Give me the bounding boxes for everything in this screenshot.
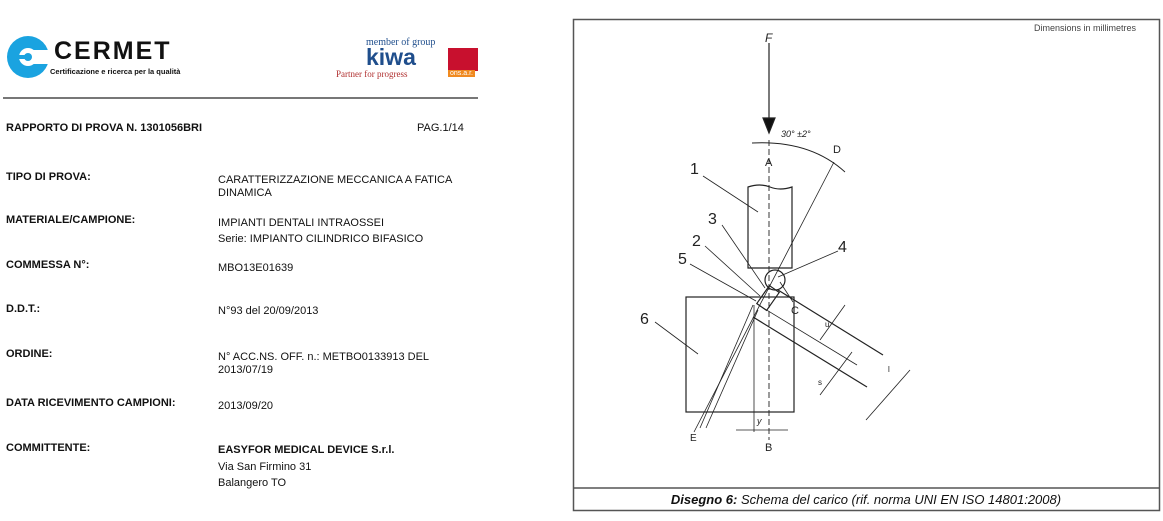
label-u: u: [825, 320, 829, 329]
leader-3: [721, 224, 766, 289]
axis-e-3: [705, 309, 759, 429]
field-value: Via San Firmino 31: [218, 461, 312, 473]
field-label: COMMITTENTE:: [6, 442, 91, 454]
field-value: Balangero TO: [218, 477, 287, 489]
abutment-2: [755, 284, 781, 312]
label-l: l: [888, 365, 890, 374]
label-b: B: [765, 442, 772, 454]
kiwa-emblem-icon: [448, 48, 478, 71]
field-value: 2013/09/20: [218, 400, 274, 412]
figure-frame: [572, 18, 1161, 512]
page-number: PAG.1/14: [417, 122, 464, 134]
label-y: y: [756, 416, 762, 426]
label-5: 5: [678, 251, 687, 268]
field-label: MATERIALE/CAMPIONE:: [6, 214, 136, 226]
report-title: RAPPORTO DI PROVA N. 1301056BRI: [6, 122, 203, 134]
angle-arc: [751, 142, 846, 173]
field-value: 2013/07/19: [218, 364, 274, 376]
kiwa-logo: member of group kiwa ons.a.r. Partner fo…: [336, 37, 480, 83]
label-f: F: [765, 31, 773, 45]
field-value: CARATTERIZZAZIONE MECCANICA A FATICA: [218, 174, 453, 186]
loading-member-1: [747, 184, 793, 269]
leader-5: [689, 263, 757, 302]
field-value: MBO13E01639: [218, 262, 294, 274]
label-2: 2: [692, 233, 701, 250]
field-label: D.D.T.:: [6, 303, 41, 315]
header-divider: [3, 97, 478, 99]
field-label: COMMESSA N°:: [6, 259, 90, 271]
caption-text: Schema del carico (rif. norma UNI EN ISO…: [737, 492, 1061, 507]
leader-1: [702, 175, 759, 213]
cermet-tagline: Certificazione e ricerca per la qualità: [50, 67, 181, 76]
field-value: EASYFOR MEDICAL DEVICE S.r.l.: [218, 444, 395, 456]
field-value: N° ACC.NS. OFF. n.: METBO0133913 DEL: [218, 351, 430, 363]
kiwa-suffix: ons.a.r.: [448, 70, 475, 77]
field-value: IMPIANTI DENTALI INTRAOSSEI: [218, 217, 385, 229]
label-s: s: [818, 378, 822, 387]
field-value: N°93 del 20/09/2013: [218, 305, 319, 317]
field-label: DATA RICEVIMENTO CAMPIONI:: [6, 397, 176, 409]
label-a: A: [765, 157, 773, 169]
cermet-name: CERMET: [54, 37, 172, 65]
label-6: 6: [640, 311, 649, 328]
field-value: Serie: IMPIANTO CILINDRICO BIFASICO: [218, 233, 424, 245]
implant-edge-bottom: [752, 316, 868, 388]
caption-bold: Disegno 6:: [671, 492, 737, 507]
implant-edge-mid: [759, 305, 858, 366]
cermet-logo-icon: [7, 36, 52, 78]
label-e: E: [690, 433, 697, 444]
kiwa-name: kiwa: [366, 44, 416, 70]
implant-edge-top: [777, 289, 884, 356]
dim-u: [819, 304, 846, 341]
cermet-logo: CERMET Certificazione e ricerca per la q…: [4, 33, 184, 81]
dimensions-note: Dimensions in millimetres: [1034, 23, 1137, 33]
label-3: 3: [708, 211, 717, 228]
label-d: D: [833, 144, 841, 156]
label-1: 1: [690, 161, 699, 178]
leader-4: [777, 250, 839, 278]
label-c: C: [791, 305, 799, 317]
field-value: DINAMICA: [218, 187, 272, 199]
axis-e-2: [699, 304, 754, 429]
dim-l: [865, 369, 911, 421]
angle-label: 30° ±2°: [781, 129, 811, 139]
kiwa-member-text: member of group: [366, 37, 436, 48]
label-4: 4: [838, 239, 847, 256]
dim-s: [819, 351, 853, 396]
field-label: TIPO DI PROVA:: [6, 171, 91, 183]
field-label: ORDINE:: [6, 348, 53, 360]
leader-c: [779, 281, 794, 303]
leader-6: [654, 321, 699, 355]
leader-2: [704, 245, 761, 297]
specimen-holder-6: [685, 296, 795, 413]
figure-caption: Disegno 6: Schema del carico (rif. norma…: [671, 492, 1061, 507]
kiwa-tagline: Partner for progress: [336, 69, 408, 79]
force-arrow-head: [762, 117, 776, 135]
